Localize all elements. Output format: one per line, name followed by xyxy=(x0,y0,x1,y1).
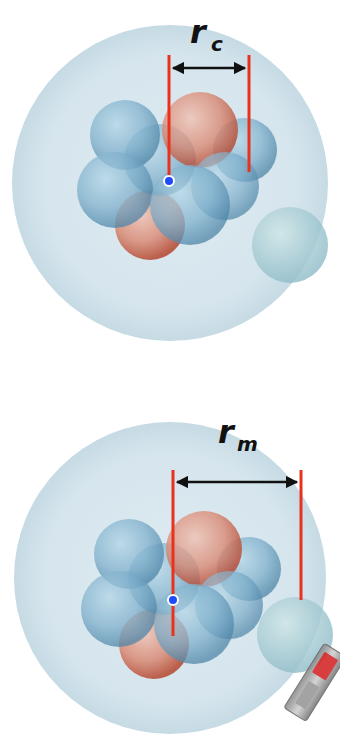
center-dot xyxy=(164,176,174,186)
electron-cloud xyxy=(14,422,326,734)
radius-line xyxy=(168,55,171,180)
radius-symbol: r xyxy=(190,16,206,48)
detector-device xyxy=(284,643,340,721)
radius-subscript: c xyxy=(211,34,223,54)
dimension-arrow xyxy=(177,481,297,484)
dimension-arrow xyxy=(173,67,245,70)
radius-symbol: r xyxy=(218,416,234,448)
outer-particle xyxy=(252,207,328,283)
nucleus xyxy=(77,92,277,260)
radius-line xyxy=(300,470,303,600)
radius-line xyxy=(248,55,251,172)
electron-cloud xyxy=(12,25,328,341)
center-dot xyxy=(168,595,178,605)
radius-subscript: m xyxy=(237,434,258,454)
nucleus xyxy=(81,511,281,679)
radius-line xyxy=(172,470,175,636)
